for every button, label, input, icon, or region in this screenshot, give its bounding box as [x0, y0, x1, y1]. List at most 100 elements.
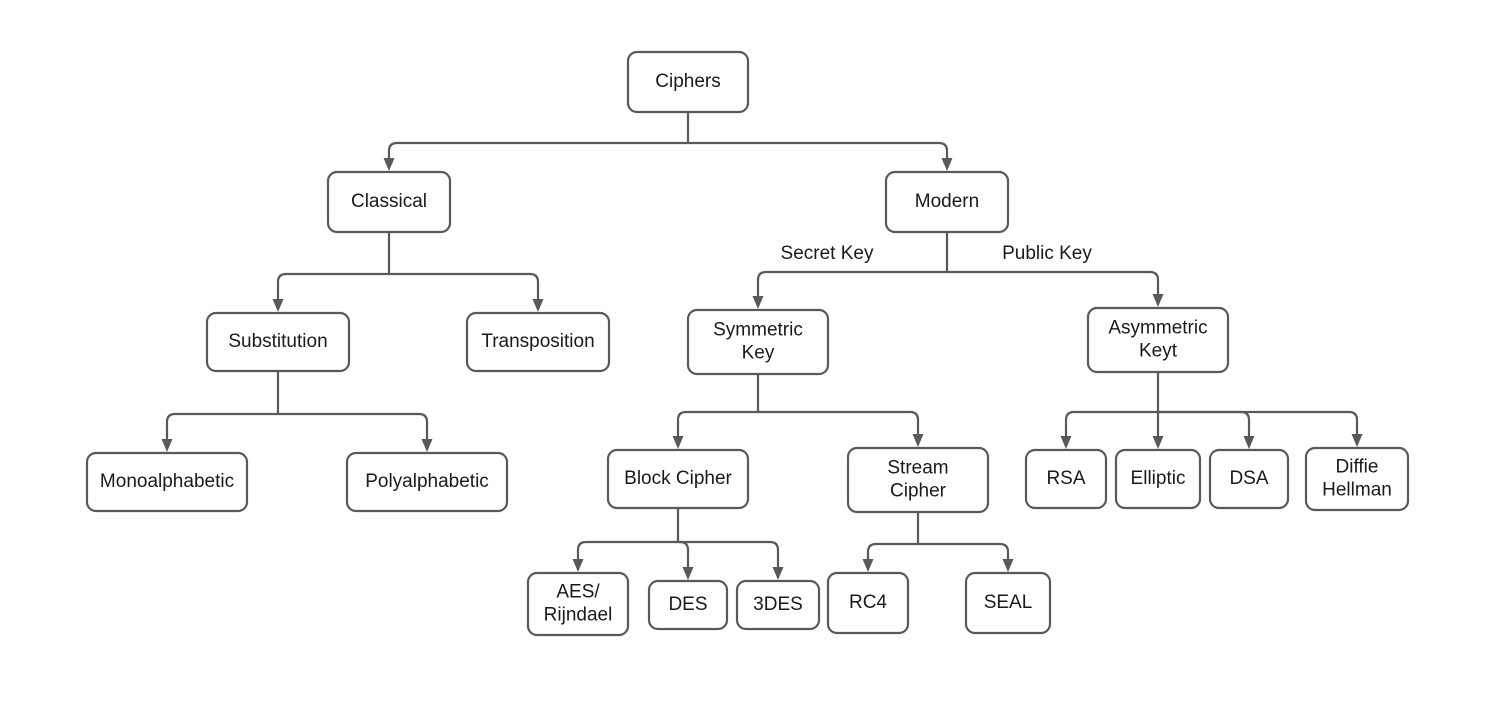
node-box[interactable] — [647, 579, 729, 631]
node-label: Symmetric — [713, 320, 803, 341]
node-aes-rijndael[interactable]: AES/Rijndael — [526, 571, 630, 637]
arrow-head-icon — [572, 559, 584, 572]
node-3des[interactable]: 3DES — [735, 579, 821, 631]
node-dsa[interactable]: DSA — [1208, 448, 1290, 510]
edge-ciphers-classical — [383, 141, 688, 171]
node-modern[interactable]: Modern — [884, 170, 1010, 234]
node-classical[interactable]: Classical — [326, 170, 452, 234]
arrow-head-icon — [752, 296, 764, 309]
edge-block-aes — [572, 540, 678, 572]
node-block-cipher[interactable]: Block Cipher — [606, 448, 750, 510]
edge-block-des — [678, 540, 694, 580]
node-box[interactable] — [85, 451, 249, 513]
node-ciphers[interactable]: Ciphers — [626, 50, 750, 114]
edge-label-backdrop — [770, 243, 884, 265]
node-elliptic[interactable]: Elliptic — [1114, 448, 1202, 510]
node-box[interactable] — [205, 311, 351, 373]
edge-line — [866, 542, 918, 560]
edge-asymmetric-dsa — [1158, 410, 1255, 449]
arrow-head-icon — [1243, 436, 1255, 449]
node-seal[interactable]: SEAL — [964, 571, 1052, 635]
edge-layer — [161, 112, 1363, 580]
node-label: AES/ — [556, 582, 600, 603]
node-label: Elliptic — [1131, 468, 1186, 489]
node-label: Substitution — [228, 331, 327, 352]
node-box[interactable] — [326, 170, 452, 234]
node-label: RC4 — [849, 592, 887, 613]
node-label: DSA — [1229, 468, 1268, 489]
edge-line — [576, 540, 678, 560]
node-box[interactable] — [686, 308, 830, 376]
node-label: DES — [668, 594, 707, 615]
node-transposition[interactable]: Transposition — [465, 311, 611, 373]
node-label: Keyt — [1139, 341, 1178, 362]
node-box[interactable] — [626, 50, 750, 114]
edge-stream-seal — [918, 542, 1014, 572]
node-box[interactable] — [465, 311, 611, 373]
node-label: 3DES — [753, 594, 803, 615]
edge-line — [165, 412, 278, 440]
node-label: Modern — [915, 191, 979, 212]
node-label: Stream — [887, 458, 948, 479]
arrow-head-icon — [672, 436, 684, 449]
arrow-head-icon — [383, 158, 395, 171]
node-des[interactable]: DES — [647, 579, 729, 631]
node-box[interactable] — [884, 170, 1010, 234]
edge-line — [918, 542, 1010, 560]
node-label: SEAL — [984, 592, 1033, 613]
node-box[interactable] — [526, 571, 630, 637]
node-box[interactable] — [606, 448, 750, 510]
arrow-head-icon — [1351, 434, 1363, 447]
node-box[interactable] — [1208, 448, 1290, 510]
node-box[interactable] — [1114, 448, 1202, 510]
arrow-head-icon — [1152, 436, 1164, 449]
node-polyalphabetic[interactable]: Polyalphabetic — [345, 451, 509, 513]
edge-line — [387, 141, 688, 159]
node-monoalphabetic[interactable]: Monoalphabetic — [85, 451, 249, 513]
node-label: Monoalphabetic — [100, 471, 234, 492]
edge-asymmetric-diffie — [1158, 410, 1363, 447]
edge-ciphers-modern — [688, 141, 953, 171]
edge-line — [678, 540, 690, 568]
edge-line — [678, 540, 780, 568]
edge-asymmetric-rsa — [1060, 410, 1158, 449]
node-label: Cipher — [890, 481, 947, 502]
node-substitution[interactable]: Substitution — [205, 311, 351, 373]
node-label: Key — [742, 343, 775, 364]
node-box[interactable] — [846, 446, 990, 514]
edge-label-backdrop — [990, 243, 1104, 265]
node-rc4[interactable]: RC4 — [826, 571, 910, 635]
arrow-head-icon — [1002, 559, 1014, 572]
edge-line — [1158, 410, 1359, 435]
node-rsa[interactable]: RSA — [1024, 448, 1108, 510]
node-label: Block Cipher — [624, 468, 732, 489]
edge-line — [1064, 410, 1158, 437]
arrow-head-icon — [272, 299, 284, 312]
edge-line — [389, 272, 540, 300]
node-box[interactable] — [345, 451, 509, 513]
node-label: Asymmetric — [1108, 318, 1207, 339]
node-label: Polyalphabetic — [365, 471, 489, 492]
edge-modern-asymmetric — [947, 270, 1164, 307]
edge-substitution-poly — [278, 412, 433, 452]
edge-line — [758, 410, 920, 435]
node-box[interactable] — [826, 571, 910, 635]
node-box[interactable] — [1304, 446, 1410, 512]
node-label: Classical — [351, 191, 427, 212]
arrow-head-icon — [1060, 436, 1072, 449]
edge-line — [756, 270, 947, 297]
node-box[interactable] — [1086, 306, 1230, 374]
edge-line — [278, 412, 429, 440]
edge-classical-transposition — [389, 272, 544, 312]
node-box[interactable] — [735, 579, 821, 631]
node-box[interactable] — [1024, 448, 1108, 510]
edge-stream-rc4 — [862, 542, 918, 572]
edge-line — [276, 272, 389, 300]
node-box[interactable] — [964, 571, 1052, 635]
